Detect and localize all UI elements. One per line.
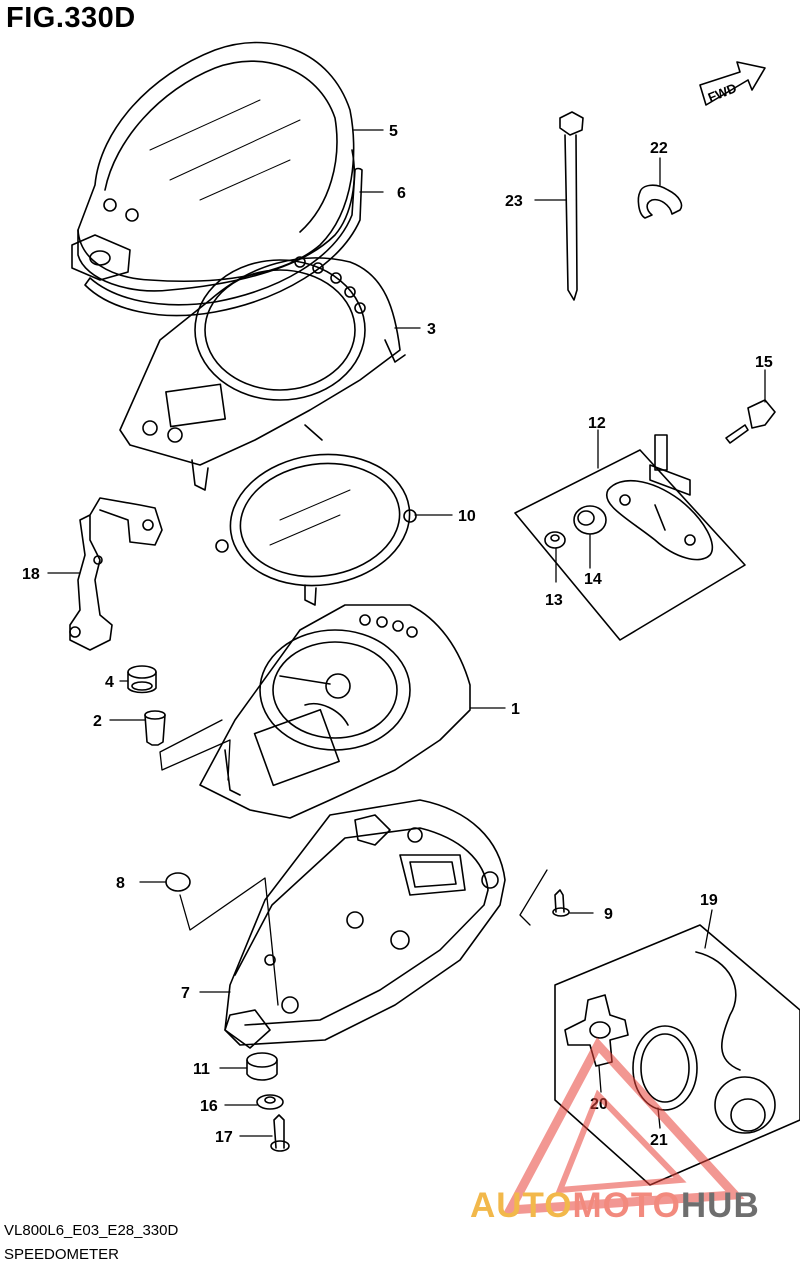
part-7-meter-lower-case [224,799,506,1049]
part-13-bulb [544,531,566,549]
callout-19: 19 [700,892,718,909]
callout-10: 10 [458,508,476,525]
callout-12: 12 [588,415,606,432]
callout-11: 11 [193,1061,210,1078]
callout-15: 15 [755,354,773,371]
callout-21: 21 [650,1132,668,1149]
callout-4: 4 [105,674,114,691]
part-2-collar [144,710,166,746]
part-10-lens-ring [215,453,417,606]
part-15-screw [725,399,776,444]
part-5-meter-cover [71,41,355,292]
fwd-direction-arrow [699,61,766,106]
part-12-socket-assembly-box [514,434,746,641]
figure-title: FIG.330D [6,2,136,34]
callout-3: 3 [427,321,436,338]
callout-1: 1 [511,701,520,718]
part-23-cable-tie [559,111,584,301]
part-6-cover-gasket [84,167,363,317]
callout-8: 8 [116,875,125,892]
callout-5: 5 [389,123,398,140]
part-1-meter-assembly [199,604,471,819]
part-9-screw [552,889,570,917]
part-21-ring [632,1025,698,1111]
callout-17: 17 [215,1129,233,1146]
callout-2: 2 [93,713,102,730]
part-18-bracket [69,497,163,651]
watermark-part-1: AUTO [470,1186,573,1225]
watermark-logo-triangle [502,1037,745,1216]
watermark-part-3: HUB [680,1186,760,1225]
callout-16: 16 [200,1098,218,1115]
callout-7: 7 [181,985,190,1002]
callout-9: 9 [604,906,613,923]
part-8-cap [165,872,191,892]
part-19-sensor-assembly-box [554,924,800,1186]
callout-23: 23 [505,193,523,210]
callout-14: 14 [584,571,602,588]
part-11-grommet [246,1052,278,1081]
callout-13: 13 [545,592,563,609]
watermark-text: AUTOMOTOHUB [470,1186,760,1226]
leader-lines [47,129,766,1137]
part-4-grommet [127,665,157,694]
callout-22: 22 [650,140,668,157]
fwd-label: FWD [706,80,739,105]
diagram-caption: SPEEDOMETER [4,1246,120,1263]
diagram-code: VL800L6_E03_E28_330D [4,1222,179,1239]
part-3-meter-upper-case [119,256,406,491]
part-16-washer [256,1094,284,1110]
callout-6: 6 [397,185,406,202]
callout-18: 18 [22,566,40,583]
part-14-socket [573,505,607,535]
watermark-part-2: MOTO [572,1186,681,1225]
part-17-screw [270,1114,290,1152]
part-22-clamp [637,184,683,219]
